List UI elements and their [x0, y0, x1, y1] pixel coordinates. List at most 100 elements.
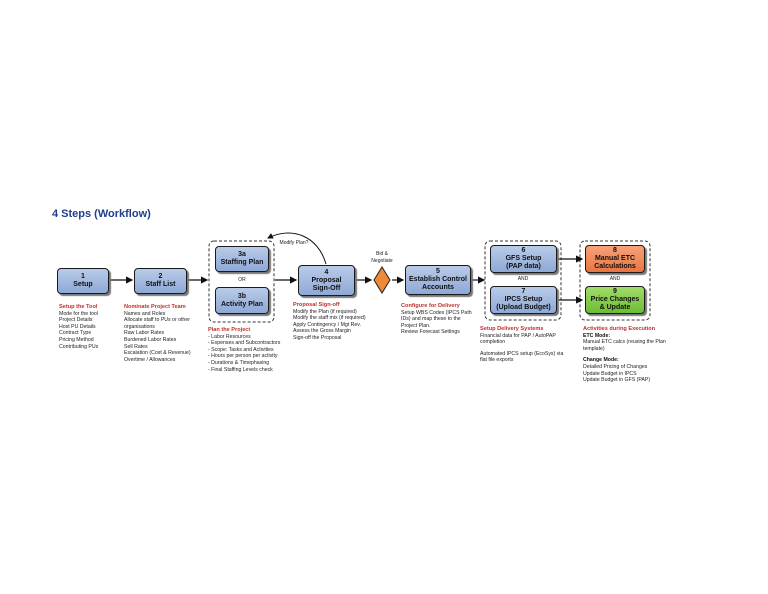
step-2-heading: Nominate Project Team: [124, 304, 186, 310]
step-2-line: Names and Roles: [124, 310, 166, 317]
arrow-modify-plan: [267, 232, 327, 265]
step-8-label-line1: Manual ETC: [594, 255, 636, 262]
bid-label-line1: Bid &: [376, 251, 388, 257]
step-5-number: 5: [436, 268, 440, 275]
bid-negotiate-decision[interactable]: [373, 266, 391, 294]
step-4-line: Modify the Plan (if required): [293, 308, 357, 315]
step-6-label-line2: (PAP data): [506, 263, 541, 270]
step-3a-number: 3a: [238, 251, 246, 258]
step-7-number: 7: [521, 288, 526, 295]
step-4-line: Modify the staff mix (if required): [293, 315, 366, 322]
step-9-number: 9: [613, 288, 617, 295]
step-3b-label: Activity Plan: [220, 300, 263, 308]
step-4-label-line1: Proposal: [311, 276, 342, 284]
modify-plan-label: Modify Plan?: [279, 240, 309, 246]
step-5-line: IDs) and map these to the: [401, 316, 461, 323]
step-5-line: Project Plan.: [401, 322, 431, 329]
step-6-7-line: Automated IPCS setup (EcoSys) via: [480, 350, 564, 357]
step-1-line: Contributing PUs: [59, 343, 99, 350]
step-8-9-line: template): [583, 345, 605, 352]
step-1-number: 1: [81, 273, 85, 280]
etc-mode-subheading: ETC Mode:: [583, 332, 611, 339]
step-1-line: Host PU Details: [59, 323, 96, 330]
step-3-line: - Final Staffing Levels check: [208, 366, 273, 373]
step-4-description: Proposal Sign-off Modify the Plan (if re…: [293, 302, 366, 342]
step-9-price-changes-box[interactable]: 9 Price Changes & Update: [585, 286, 645, 314]
step-2-line: Allocate staff to PUs or other: [124, 317, 190, 324]
step-3-line: - Expenses and Subcontractors: [208, 340, 281, 347]
step-2-line: Sell Rates: [124, 343, 148, 350]
step-7-label-line2: (Upload Budget): [496, 304, 551, 311]
step-1-line: Pricing Method: [59, 336, 94, 343]
step-8-number: 8: [613, 247, 617, 254]
step-5-description: Configure for Delivery Setup WBS Codes (…: [401, 303, 472, 336]
step-6-label-line1: GFS Setup: [505, 255, 542, 262]
step-1-setup-box[interactable]: 1 Setup: [57, 268, 109, 294]
step-6-7-line: completion: [480, 339, 506, 346]
and-label-2: AND: [609, 276, 621, 282]
step-1-heading: Setup the Tool: [59, 304, 98, 310]
step-4-line: Assess the Gross Margin: [293, 328, 351, 335]
step-2-number: 2: [158, 273, 163, 280]
step-2-line: Raw Labor Rates: [124, 330, 165, 337]
step-7-ipcs-setup-box[interactable]: 7 IPCS Setup (Upload Budget): [490, 286, 557, 314]
step-8-9-line: Update Budget in GFS (PAP): [583, 377, 651, 384]
step-5-control-accounts-box[interactable]: 5 Establish Control Accounts: [405, 265, 471, 295]
step-6-7-line: flat file exports: [480, 357, 514, 364]
step-8-9-line: Detailed Pricing of Changes: [583, 363, 648, 370]
step-4-line: Apply Contingency / Mgt Rev.: [293, 321, 361, 328]
step-4-heading: Proposal Sign-off: [293, 302, 340, 308]
step-1-line: Contract Type: [59, 330, 92, 337]
step-8-9-description: Activities during Execution ETC Mode: Ma…: [583, 326, 666, 384]
step-3-description: Plan the Project - Labor Resources - Exp…: [208, 327, 280, 373]
step-5-line: Review Forecast Settings: [401, 329, 460, 336]
step-8-label-line2: Calculations: [594, 263, 636, 270]
step-7-label-line1: IPCS Setup: [504, 296, 543, 303]
step-3b-number: 3b: [237, 292, 247, 300]
step-1-line: Mode for the tool: [59, 310, 98, 317]
step-3-line: - Durations & Timephasing: [208, 359, 270, 366]
bid-negotiate-label: Bid & Negotiate: [362, 251, 402, 264]
bid-label-line2: Negotiate: [371, 257, 393, 264]
step-1-description: Setup the Tool Mode for the tool Project…: [59, 304, 98, 350]
step-2-line: Overtime / Allowances: [124, 356, 176, 363]
page-title: 4 Steps (Workflow): [52, 208, 151, 220]
group-frame-step3: [208, 240, 275, 323]
step-6-7-line: Financial data for PAP / AutoPAP: [480, 332, 556, 339]
step-1-label: Setup: [73, 281, 93, 288]
step-4-number: 4: [324, 268, 329, 276]
group-frame-step67: [484, 240, 562, 321]
step-6-7-description: Setup Delivery Systems Financial data fo…: [480, 326, 563, 364]
step-6-gfs-setup-box[interactable]: 6 GFS Setup (PAP data): [490, 245, 557, 273]
step-8-manual-etc-box[interactable]: 8 Manual ETC Calculations: [585, 245, 645, 273]
change-mode-subheading: Change Mode:: [583, 357, 619, 364]
or-label: OR: [238, 277, 246, 283]
step-2-staff-list-box[interactable]: 2 Staff List: [134, 268, 187, 294]
step-2-line: Burdened Labor Rates: [124, 336, 177, 343]
step-3-heading: Plan the Project: [208, 327, 251, 333]
step-8-9-line: Manual ETC calcs (reusing the Plan: [583, 339, 666, 346]
step-3a-staffing-plan-box[interactable]: 3a Staffing Plan: [215, 246, 269, 272]
step-3-line: - Hours per person per activity: [208, 353, 278, 360]
step-1-line: Project Details: [59, 317, 93, 324]
step-9-label-line1: Price Changes: [590, 296, 640, 303]
step-5-line: Setup WBS Codes (IPCS Path: [401, 309, 472, 316]
step-4-proposal-signoff-box[interactable]: 4 Proposal Sign-Off: [298, 265, 355, 296]
step-5-label-line1: Establish Control: [409, 276, 467, 283]
step-8-9-line: Update Budget in IPCS: [583, 370, 637, 377]
step-9-label-line2: & Update: [599, 304, 631, 311]
step-2-line: organisations: [124, 323, 155, 330]
step-5-heading: Configure for Delivery: [401, 303, 460, 309]
group-frame-step89: [579, 240, 651, 321]
step-8-9-heading: Activities during Execution: [583, 326, 656, 332]
and-label-1: AND: [517, 276, 529, 282]
step-2-line: Escalation (Cost & Revenue): [124, 350, 191, 357]
step-4-line: Sign-off the Proposal: [293, 334, 342, 341]
step-3-line: - Labor Resources: [208, 333, 251, 340]
step-4-label-line2: Sign-Off: [312, 284, 341, 292]
step-3-line: - Scope: Tasks and Activities: [208, 346, 274, 353]
step-2-description: Nominate Project Team Names and Roles Al…: [124, 304, 191, 363]
step-6-7-heading: Setup Delivery Systems: [480, 326, 544, 332]
step-3b-activity-plan-box[interactable]: 3b Activity Plan: [215, 287, 269, 314]
